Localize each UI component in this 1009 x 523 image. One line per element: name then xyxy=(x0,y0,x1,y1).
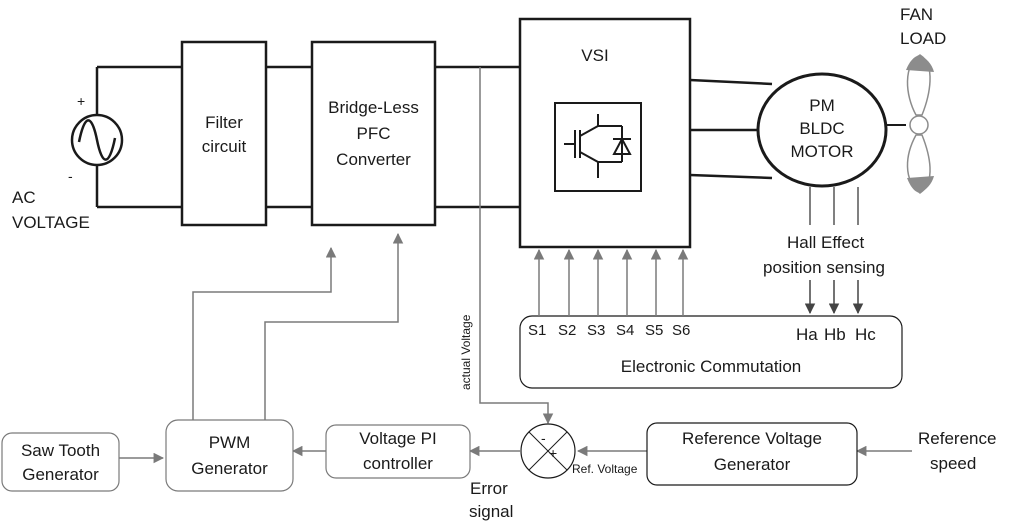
switch-label-s1: S1 xyxy=(528,322,547,339)
pfc-label-line1: Bridge-Less xyxy=(328,98,419,117)
motor-circle xyxy=(756,72,888,188)
switch-label-s4: S4 xyxy=(616,322,635,339)
switch-label-s6: S6 xyxy=(672,322,691,339)
motor-label-line3: MOTOR xyxy=(790,142,854,161)
switch-label-s2: S2 xyxy=(558,322,577,339)
summer-minus: - xyxy=(541,430,546,446)
fan-icon xyxy=(886,54,934,194)
filter-box xyxy=(180,40,268,227)
commutation-box xyxy=(519,315,903,389)
summing-junction xyxy=(520,423,576,479)
summer-plus: + xyxy=(549,445,558,461)
pfc-label-line3: Converter xyxy=(336,150,411,169)
ref-gen-label-line2: Generator xyxy=(713,455,791,474)
saw-tooth-label-line2: Generator xyxy=(22,465,99,484)
hall-label-line1: Hall Effect xyxy=(787,233,865,252)
commutation-label: Electronic Commutation xyxy=(620,357,802,376)
pfc-label-line2: PFC xyxy=(356,124,391,143)
saw-tooth-box xyxy=(1,432,120,492)
switch-label-s3: S3 xyxy=(587,322,606,339)
switch-label-s5: S5 xyxy=(645,322,664,339)
pfc-converter-box xyxy=(310,40,437,227)
saw-tooth-label-line1: Saw Tooth xyxy=(20,441,101,460)
fan-label-line1: FAN xyxy=(900,5,934,24)
igbt-symbol-icon xyxy=(554,102,642,192)
motor-label-line2: BLDC xyxy=(799,119,845,138)
pi-label-line1: Voltage PI xyxy=(359,429,437,448)
ref-gen-label-line1: Reference Voltage xyxy=(682,429,822,448)
ref-speed-line1: Reference xyxy=(918,429,997,448)
fan-label-line2: LOAD xyxy=(900,29,947,48)
pwm-label-line1: PWM xyxy=(208,433,251,452)
motor-label-line1: PM xyxy=(809,96,835,115)
ac-minus-label: - xyxy=(68,168,73,184)
vsi-box xyxy=(518,17,692,249)
vsi-label: VSI xyxy=(581,46,609,65)
pi-controller-box xyxy=(325,424,471,479)
filter-label-line1: Filter xyxy=(205,113,243,132)
ac-plus-label: + xyxy=(77,93,86,109)
hall-label-hc: Hc xyxy=(855,325,876,344)
gate-signal-arrows xyxy=(533,248,689,316)
error-signal-line2: signal xyxy=(469,502,514,521)
pi-label-line2: controller xyxy=(363,454,433,473)
sine-wave-icon xyxy=(77,119,117,161)
ac-label-line1: AC xyxy=(12,188,36,207)
hall-label-line2: position sensing xyxy=(763,258,885,277)
hall-label-hb: Hb xyxy=(824,325,846,344)
ac-source xyxy=(70,65,182,209)
ref-speed-line2: speed xyxy=(930,454,977,473)
ref-voltage-signal-label: Ref. Voltage xyxy=(572,462,638,476)
error-signal-line1: Error xyxy=(470,479,508,498)
hall-label-ha: Ha xyxy=(796,325,818,344)
pwm-box xyxy=(165,419,294,492)
actual-voltage-label: actual Voltage xyxy=(459,314,473,390)
filter-label-line2: circuit xyxy=(201,137,247,156)
pwm-label-line2: Generator xyxy=(191,459,268,478)
ac-label-line2: VOLTAGE xyxy=(12,213,90,232)
ref-voltage-generator-box xyxy=(646,422,858,486)
